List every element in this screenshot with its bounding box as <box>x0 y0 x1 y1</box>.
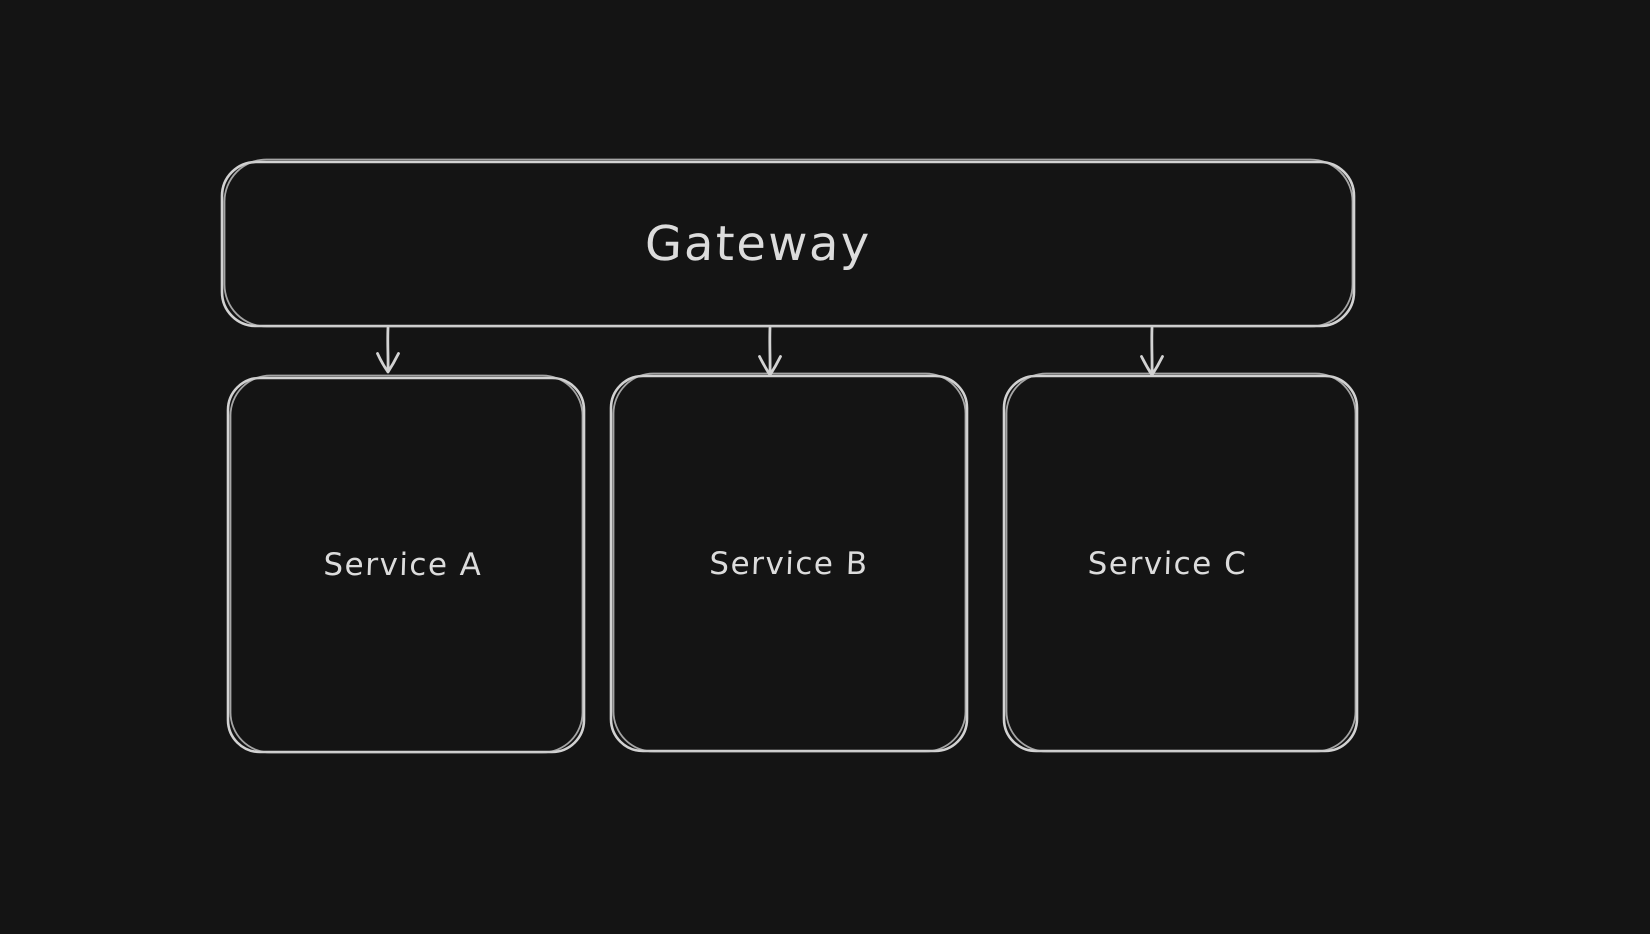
service-b-node-box <box>609 372 969 753</box>
gateway-node-label: Gateway <box>643 216 872 272</box>
arrow-gateway-to-service-c <box>1140 326 1164 377</box>
arrow-gateway-to-service-b <box>758 326 782 377</box>
arrow-gateway-to-service-a <box>376 326 400 374</box>
gateway-node-box <box>220 158 1356 328</box>
service-b-node-label: Service B <box>708 545 870 582</box>
service-c-node-label: Service C <box>1087 545 1248 582</box>
service-a-node-box <box>226 374 586 754</box>
service-c-node-box <box>1002 372 1359 753</box>
service-a-node-label: Service A <box>322 547 484 583</box>
